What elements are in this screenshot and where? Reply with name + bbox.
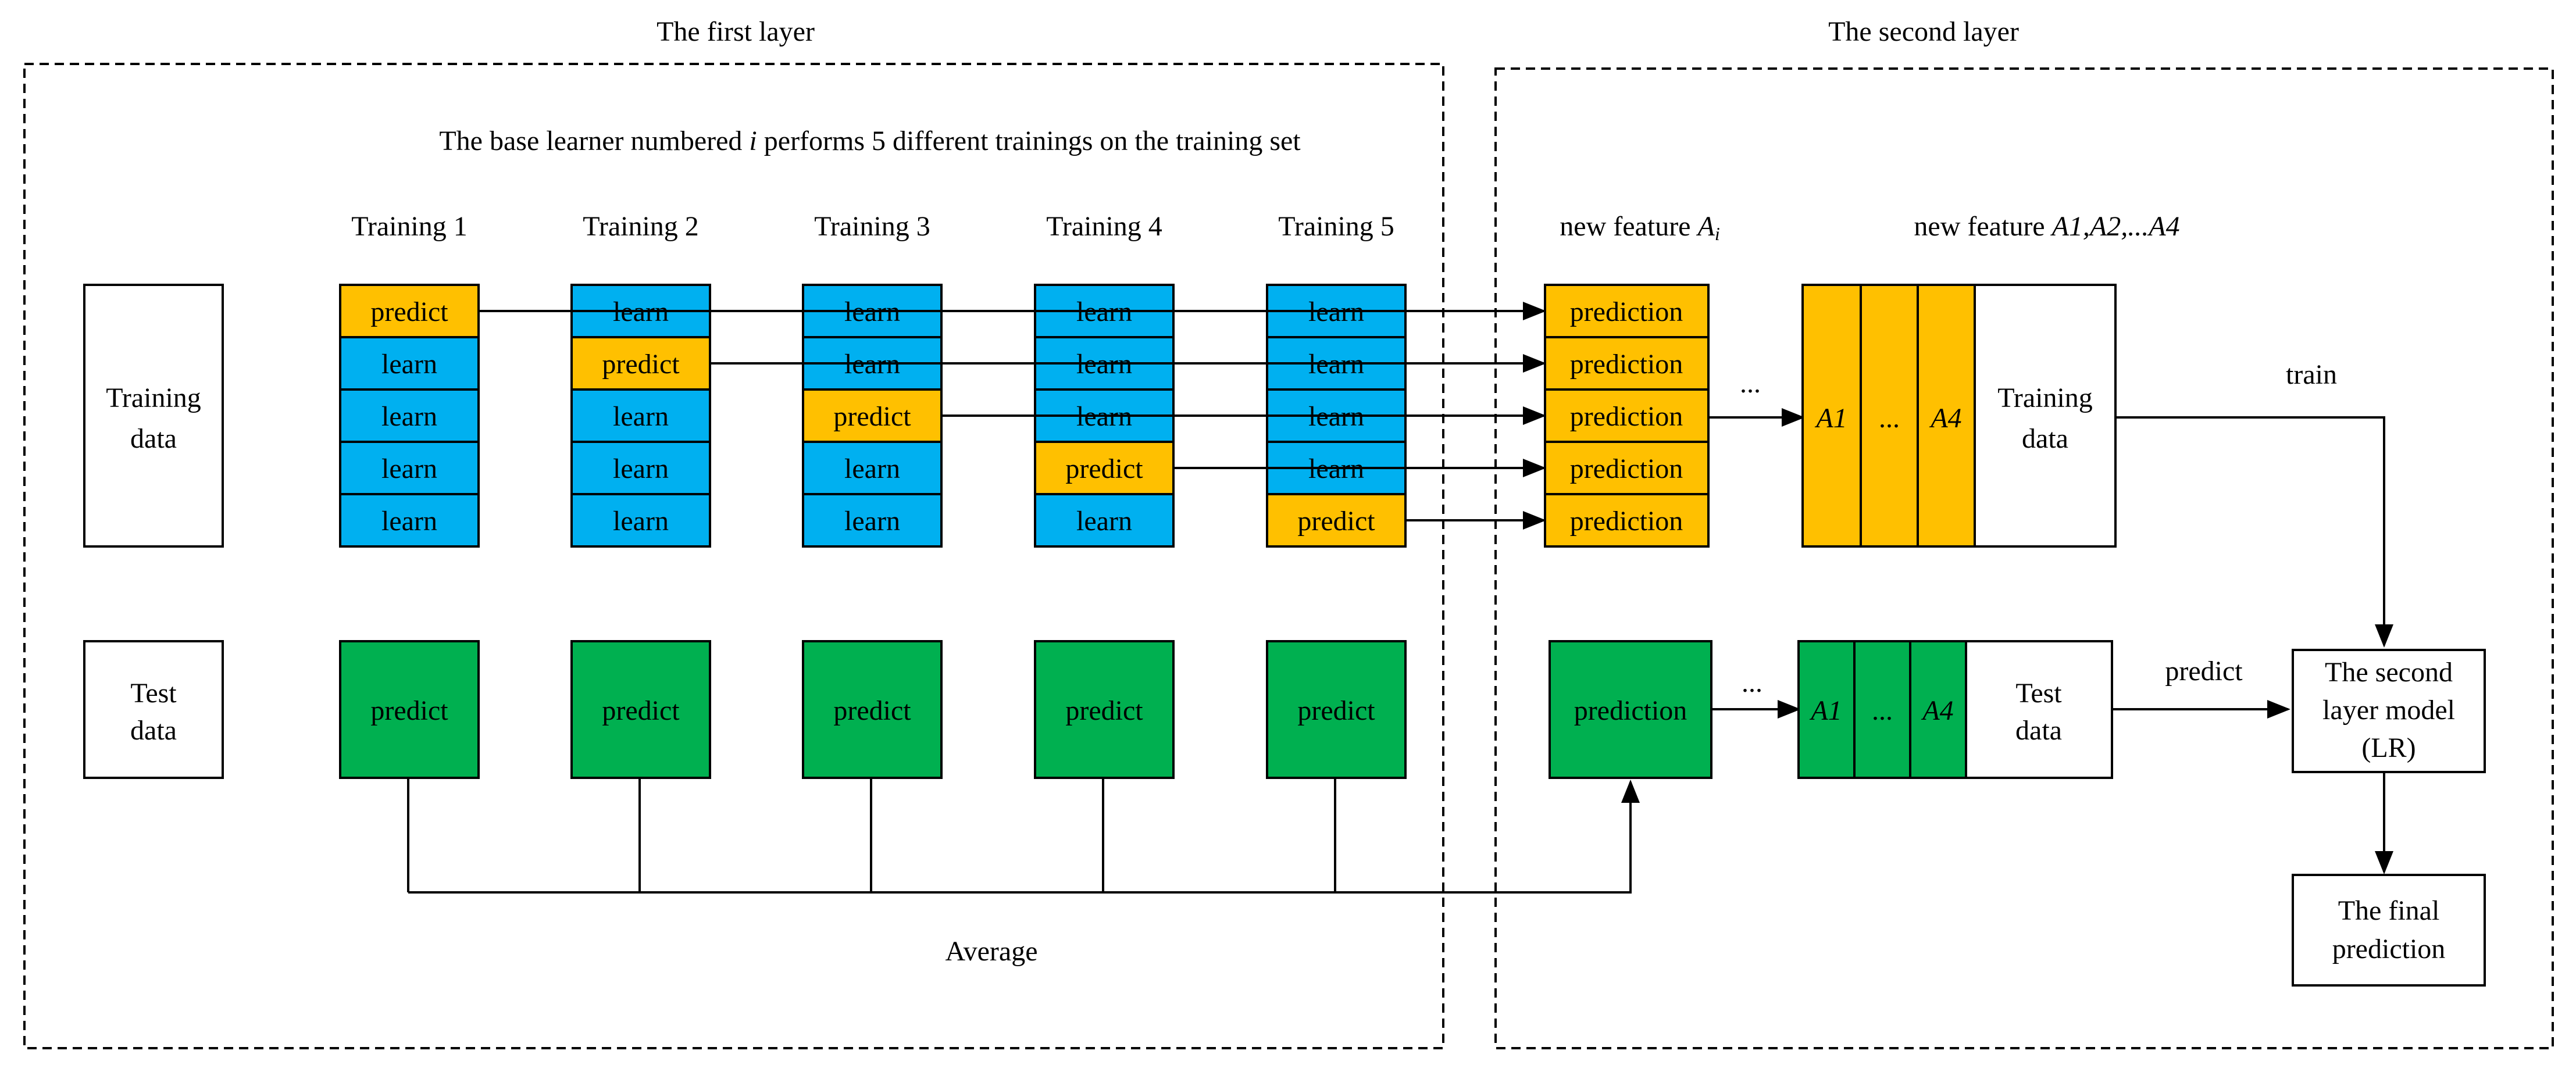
fold-predict-label: predict xyxy=(370,296,448,327)
model-label-2: layer model xyxy=(2322,695,2455,726)
fold-learn-cell xyxy=(802,441,943,495)
fold-learn-label: learn xyxy=(844,506,900,537)
fold-learn-cell xyxy=(339,388,480,443)
fold-learn-label: learn xyxy=(381,506,437,537)
matrix-a1-label: A1 xyxy=(1814,403,1847,434)
test-predict-box-5 xyxy=(1266,640,1407,779)
fold-predict-label: predict xyxy=(1065,453,1143,484)
first-layer-description: The base learner numbered i performs 5 d… xyxy=(439,126,1301,156)
test-predict-label-3: predict xyxy=(833,695,911,726)
matrix-dots-label: ... xyxy=(1879,403,1900,434)
prediction-cell-label-2: prediction xyxy=(1570,349,1683,380)
test-data-label-1: Test xyxy=(130,678,177,709)
test-predict-label-4: predict xyxy=(1065,695,1143,726)
fold-learn-cell xyxy=(802,493,943,548)
fold-column-1: predict learn learn learn learn xyxy=(339,284,480,548)
test-data-label-2: data xyxy=(130,715,177,746)
test-feature-matrix: A1 ... A4 Test data xyxy=(1797,640,2113,779)
average-label: Average xyxy=(946,936,1038,967)
final-label-1: The final xyxy=(2338,895,2440,926)
training-title-5: Training 5 xyxy=(1278,211,1394,242)
matrix-training-label-1: Training xyxy=(1997,383,2093,413)
test-matrix-dots-label: ... xyxy=(1872,695,1893,726)
test-matrix-label-2: data xyxy=(2015,715,2062,746)
prediction-cell-4 xyxy=(1544,441,1710,495)
first-layer-title: The first layer xyxy=(657,16,815,47)
training-title-2: Training 2 xyxy=(583,211,699,242)
fold-learn-label: learn xyxy=(613,506,669,537)
fold-learn-label: learn xyxy=(613,453,669,484)
fold-learn-label: learn xyxy=(613,401,669,432)
prediction-cell-5 xyxy=(1544,493,1710,548)
final-label-2: prediction xyxy=(2332,934,2446,964)
model-label-3: (LR) xyxy=(2361,732,2416,763)
training-data-box: Training data xyxy=(83,284,224,548)
second-layer-title: The second layer xyxy=(1828,16,2019,47)
training-title-3: Training 3 xyxy=(814,211,930,242)
fold-learn-label: learn xyxy=(1076,506,1132,537)
training-feature-matrix: A1 ... A4 Training data xyxy=(1801,284,2117,548)
new-feature-ai-title: new feature Ai xyxy=(1560,211,1719,244)
training-titles: Training 1 Training 2 Training 3 Training 4… xyxy=(351,211,1394,242)
prediction-cell-label-4: prediction xyxy=(1570,453,1683,484)
fold-learn-cell xyxy=(570,441,711,495)
test-matrix-a4-label: A4 xyxy=(1921,695,1953,726)
fold-predict-cell xyxy=(339,284,480,338)
fold-learn-label: learn xyxy=(844,453,900,484)
fold-learn-cell xyxy=(339,336,480,391)
second-layer-frame xyxy=(1494,67,2554,1049)
test-predict-box-4 xyxy=(1034,640,1175,779)
test-predict-box-2 xyxy=(570,640,711,779)
ellipsis-upper: ... xyxy=(1740,368,1761,399)
fold-predict-cell xyxy=(802,388,943,443)
fold-learn-cell xyxy=(570,493,711,548)
test-predictions: predict predict predict predict predict xyxy=(339,640,1407,779)
test-predict-label-5: predict xyxy=(1297,695,1375,726)
fold-learn-label: learn xyxy=(381,453,437,484)
train-label: train xyxy=(2286,359,2337,390)
test-predict-box-1 xyxy=(339,640,480,779)
prediction-column: prediction prediction prediction prediction… xyxy=(1544,284,1710,548)
fold-predict-cell xyxy=(1034,441,1175,495)
test-data-box: Test data xyxy=(83,640,224,779)
final-prediction-box: The final prediction xyxy=(2292,874,2486,987)
fold-arrows xyxy=(479,302,1546,530)
training-title-4: Training 4 xyxy=(1046,211,1162,242)
fold-predict-label: predict xyxy=(1297,506,1375,537)
training-data-label-1: Training xyxy=(106,383,201,413)
first-layer-frame xyxy=(23,63,1444,1049)
second-layer-model-box: The second layer model (LR) xyxy=(2292,649,2486,773)
test-prediction-box: prediction xyxy=(1549,640,1712,779)
fold-predict-label: predict xyxy=(833,401,911,432)
fold-learn-cell xyxy=(339,493,480,548)
prediction-cell-label-5: prediction xyxy=(1570,506,1683,537)
test-predict-label-2: predict xyxy=(602,695,680,726)
test-matrix-a1-label: A1 xyxy=(1809,695,1842,726)
fold-learn-cell xyxy=(1034,493,1175,548)
matrix-training-label-2: data xyxy=(2022,423,2068,454)
training-data-label-2: data xyxy=(130,423,177,454)
test-matrix-label-1: Test xyxy=(2015,678,2062,709)
fold-learn-label: learn xyxy=(381,349,437,380)
fold-learn-cell xyxy=(339,441,480,495)
model-label-1: The second xyxy=(2325,657,2453,688)
prediction-cell-label-3: prediction xyxy=(1570,401,1683,432)
training-title-1: Training 1 xyxy=(351,211,468,242)
fold-learn-label: learn xyxy=(381,401,437,432)
fold-predict-cell xyxy=(570,336,711,391)
matrix-a4-label: A4 xyxy=(1929,403,1961,434)
prediction-cell-2 xyxy=(1544,336,1710,391)
fold-predict-label: predict xyxy=(602,349,680,380)
new-feature-all-title: new feature A1,A2,...A4 xyxy=(1914,211,2179,242)
average-connector xyxy=(407,778,1640,894)
test-predict-label-1: predict xyxy=(370,695,448,726)
predict-label: predict xyxy=(2165,656,2243,687)
ellipsis-lower: ... xyxy=(1742,667,1762,698)
test-prediction-label: prediction xyxy=(1574,695,1687,726)
train-edge xyxy=(2115,416,2393,648)
prediction-cell-label-1: prediction xyxy=(1570,296,1683,327)
